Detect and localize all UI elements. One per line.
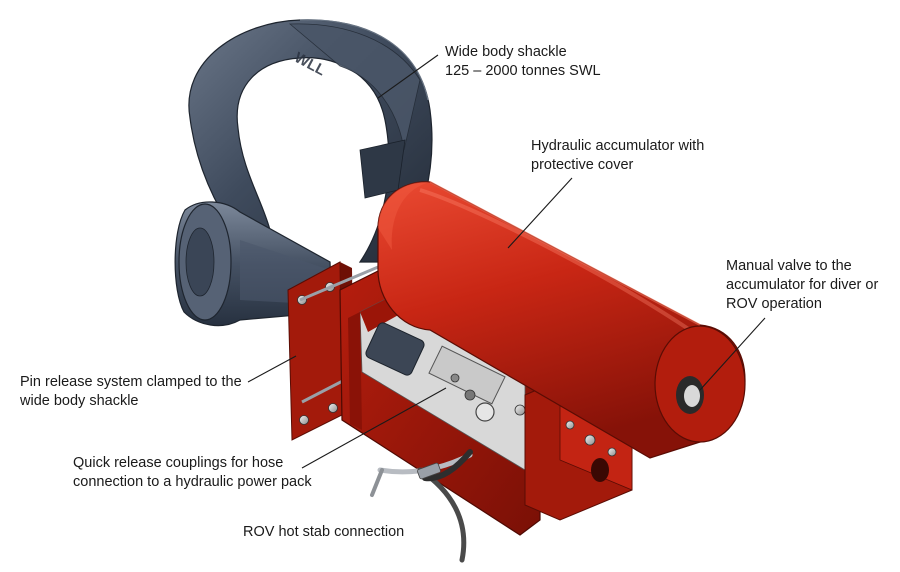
callout-manual-valve-line3: ROV operation bbox=[726, 296, 822, 312]
callout-pin-release: Pin release system clamped to the wide b… bbox=[20, 373, 242, 411]
leader-line-couplings bbox=[301, 387, 447, 469]
callout-couplings-line1: Quick release couplings for hose bbox=[73, 455, 284, 471]
callout-manual-valve-line1: Manual valve to the bbox=[726, 258, 852, 274]
callout-pin-release-line2: wide body shackle bbox=[20, 393, 139, 409]
callout-hot-stab: ROV hot stab connection bbox=[243, 523, 404, 542]
callout-accumulator-line1: Hydraulic accumulator with bbox=[531, 138, 705, 154]
leader-line-manual-valve bbox=[699, 317, 766, 391]
leader-line-shackle bbox=[377, 54, 439, 99]
callout-shackle: Wide body shackle 125 – 2000 tonnes SWL bbox=[445, 43, 601, 81]
leader-lines bbox=[247, 54, 766, 469]
rov-hot-stab bbox=[370, 449, 473, 563]
callout-hot-stab-line1: ROV hot stab connection bbox=[243, 524, 405, 540]
callout-couplings-line2: connection to a hydraulic power pack bbox=[73, 474, 312, 490]
callout-couplings: Quick release couplings for hose connect… bbox=[73, 454, 312, 492]
hydraulic-accumulator bbox=[377, 181, 746, 459]
leader-line-accumulator bbox=[507, 177, 573, 249]
callout-pin-release-line1: Pin release system clamped to the bbox=[20, 374, 242, 390]
callout-accumulator: Hydraulic accumulator with protective co… bbox=[531, 137, 704, 175]
callout-accumulator-line2: protective cover bbox=[531, 157, 634, 173]
leader-line-pin-release bbox=[247, 355, 297, 383]
callout-shackle-line1: Wide body shackle bbox=[445, 44, 567, 60]
callout-manual-valve: Manual valve to the accumulator for dive… bbox=[726, 257, 878, 314]
callout-manual-valve-line2: accumulator for diver or bbox=[726, 277, 879, 293]
callout-shackle-line2: 125 – 2000 tonnes SWL bbox=[445, 63, 601, 79]
